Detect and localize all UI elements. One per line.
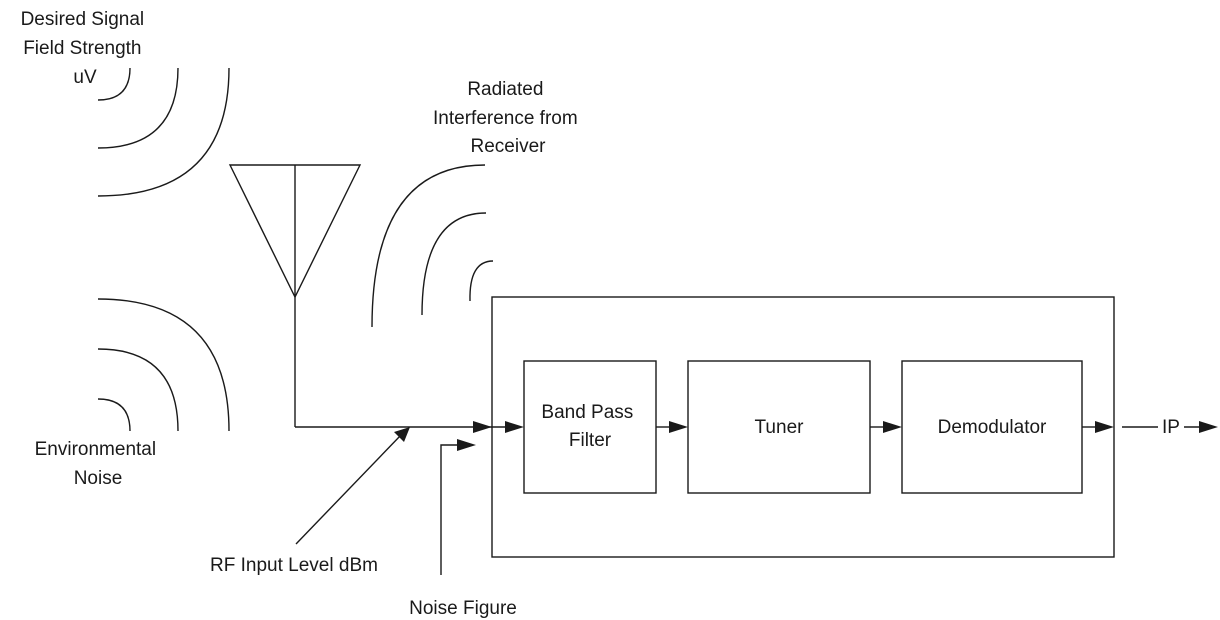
radiated-interference-line-2: Interference from — [433, 108, 578, 129]
radiated-interference-line-1: Radiated — [467, 79, 543, 100]
desired-signal-line-1: Desired Signal — [21, 9, 145, 30]
signal-path — [473, 421, 1218, 433]
tuner-block — [687, 360, 871, 494]
arrow-to-filter — [505, 421, 524, 433]
arrow-to-demodulator — [883, 421, 902, 433]
desired-signal-waves — [97, 67, 230, 197]
desired-signal-line-3: uV — [73, 67, 97, 88]
arrow-demod-out — [1095, 421, 1114, 433]
desired-signal-label: Desired Signal Field Strength uV — [21, 9, 150, 88]
environmental-noise-label: Environmental Noise — [35, 439, 162, 489]
desired-signal-line-2: Field Strength — [23, 38, 141, 59]
arrow-to-tuner — [669, 421, 688, 433]
rf-input-pointer — [295, 427, 410, 545]
radiated-interference-line-3: Receiver — [471, 136, 547, 157]
demodulator-label: Demodulator — [938, 417, 1047, 438]
arrow-output — [1199, 421, 1218, 433]
noise-figure-pointer — [440, 439, 476, 575]
band-pass-filter-line-1: Band Pass — [541, 402, 633, 423]
tuner-label: Tuner — [755, 417, 805, 438]
environmental-noise-waves — [97, 298, 230, 432]
arrow-into-enclosure — [473, 421, 492, 433]
radiated-interference-label: Radiated Interference from Receiver — [433, 79, 583, 157]
demodulator-block — [901, 360, 1083, 494]
environmental-noise-line-1: Environmental — [35, 439, 156, 460]
antenna-icon — [228, 164, 490, 428]
band-pass-filter-line-2: Filter — [569, 430, 612, 451]
band-pass-filter-block — [523, 360, 657, 494]
noise-figure-label: Noise Figure — [409, 598, 517, 619]
radiated-interference-waves — [371, 164, 494, 328]
band-pass-filter-label: Band Pass Filter — [541, 402, 638, 451]
output-ip-label: IP — [1162, 417, 1180, 438]
rf-input-level-label: RF Input Level dBm — [210, 555, 378, 576]
environmental-noise-line-2: Noise — [74, 468, 123, 489]
